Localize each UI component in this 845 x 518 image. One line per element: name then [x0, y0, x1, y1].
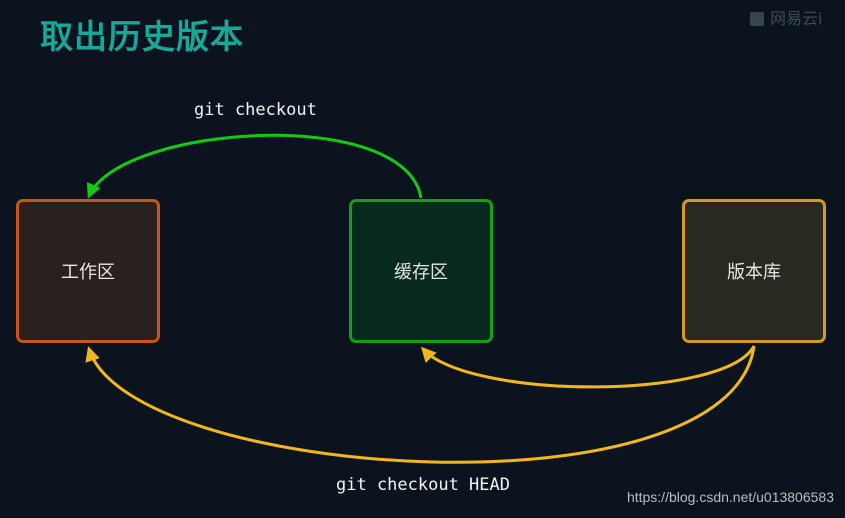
command-git-checkout: git checkout	[194, 100, 317, 120]
brand-watermark: 网易云i	[750, 5, 822, 29]
arrow-repository-to-staging	[420, 345, 756, 389]
staging-area-label: 缓存区	[394, 262, 448, 283]
repository-label: 版本库	[727, 262, 781, 283]
repository-box[interactable]: 版本库	[682, 199, 826, 343]
staging-area-box[interactable]: 缓存区	[349, 199, 493, 343]
brand-logo-icon	[750, 12, 764, 26]
page-title: 取出历史版本	[40, 17, 244, 56]
working-directory-box[interactable]: 工作区	[16, 199, 160, 343]
arrow-staging-to-working	[86, 133, 423, 199]
brand-watermark-text: 网易云i	[770, 9, 823, 28]
working-directory-label: 工作区	[61, 262, 115, 283]
arrow-repository-to-working	[85, 345, 756, 464]
command-git-checkout-head: git checkout HEAD	[336, 475, 510, 495]
source-url-watermark: https://blog.csdn.net/u013806583	[626, 489, 834, 505]
